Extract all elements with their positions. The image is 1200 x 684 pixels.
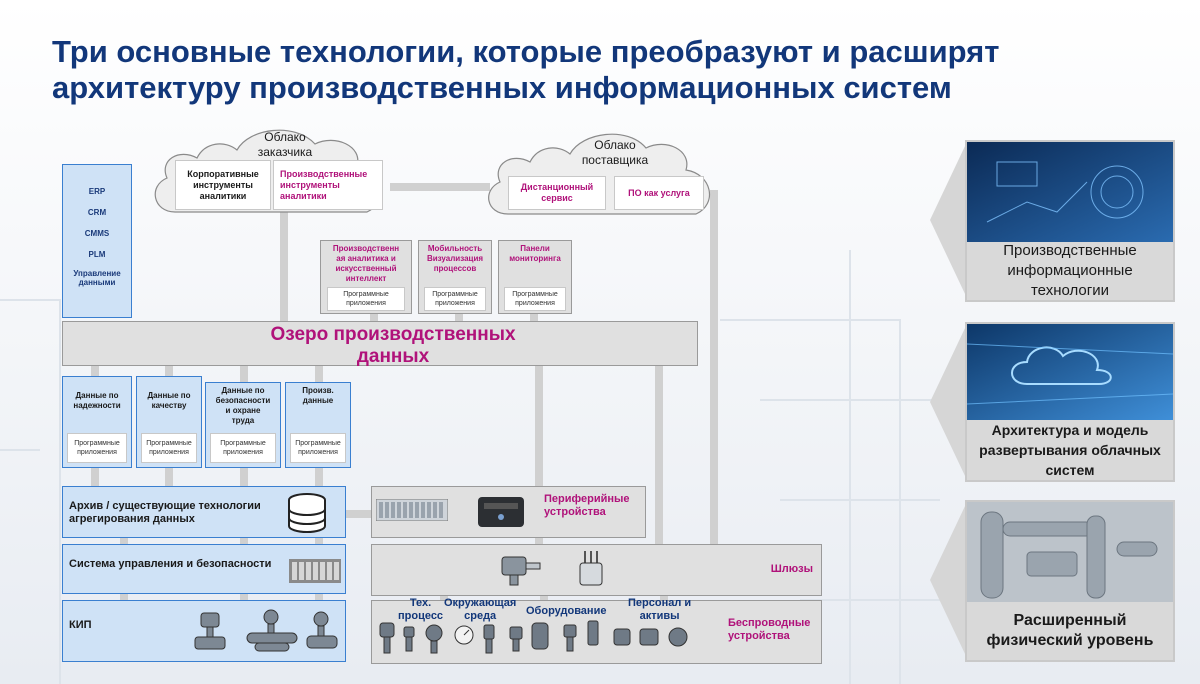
wireless-devices-icon	[379, 620, 688, 654]
controller-rack-icon	[289, 559, 341, 583]
connector	[660, 593, 668, 601]
connector	[540, 593, 548, 601]
saas-box: ПО как услуга	[614, 176, 704, 210]
connector	[345, 510, 371, 518]
cmms-label: CMMS	[84, 229, 110, 238]
connector	[440, 593, 448, 601]
connector	[165, 365, 173, 377]
connector	[120, 537, 128, 545]
erp-label: ERP	[88, 187, 106, 196]
io-rack-icon	[376, 499, 448, 521]
cloud-image	[967, 324, 1173, 420]
tech-image	[967, 142, 1173, 242]
connector	[120, 593, 128, 601]
card-pointer	[930, 326, 966, 478]
database-icon	[288, 493, 326, 533]
card-pointer	[930, 504, 966, 656]
connector	[390, 183, 490, 191]
connector	[655, 365, 663, 545]
gateway-device-icon	[501, 556, 541, 586]
connector	[710, 190, 718, 545]
crm-label: CRM	[87, 208, 107, 217]
connector	[240, 537, 248, 545]
connector	[535, 365, 543, 545]
kip-label: КИП	[69, 619, 92, 631]
kip-layer: КИП	[62, 600, 346, 662]
control-safety-layer: Система управления и безопасности	[62, 544, 346, 594]
connector	[530, 312, 538, 322]
connector	[315, 593, 323, 601]
connector	[280, 200, 288, 322]
plm-label: PLM	[88, 250, 106, 259]
device-label-process: Тех.процесс	[398, 597, 444, 622]
wireless-gateway-icon	[579, 551, 603, 586]
field-instruments-icon	[194, 609, 338, 652]
connector	[165, 468, 173, 486]
connector	[315, 468, 323, 486]
connector	[370, 312, 378, 322]
connector	[315, 537, 323, 545]
connector	[240, 593, 248, 601]
connector	[240, 365, 248, 383]
card-pointer	[930, 144, 966, 296]
connector	[91, 468, 99, 486]
device-label-equipment: Оборудование	[526, 605, 607, 617]
connector	[315, 365, 323, 383]
page-title: Три основные технологии, которые преобра…	[52, 34, 1000, 105]
plant-image	[967, 502, 1173, 602]
gateways-label: Шлюзы	[770, 563, 813, 575]
edge-device-icon	[478, 497, 524, 527]
gateways-layer: Шлюзы	[371, 544, 822, 596]
connector	[240, 468, 248, 486]
connector	[91, 365, 99, 377]
control-safety-label: Система управления и безопасности	[69, 558, 272, 570]
connector	[455, 312, 463, 322]
